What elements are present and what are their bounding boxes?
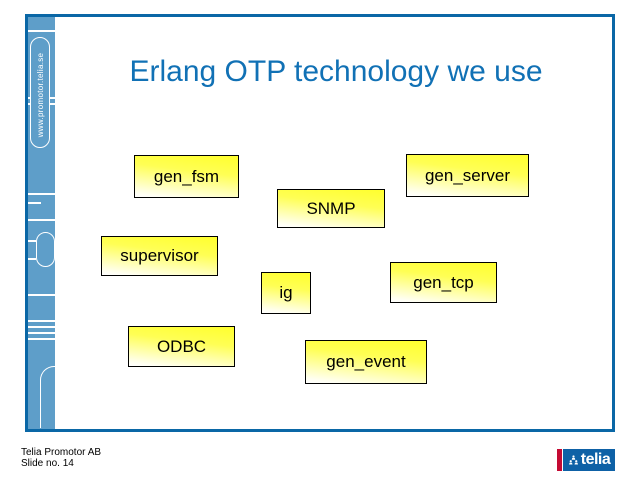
footer-slide-number: Slide no. 14 (21, 458, 74, 469)
node-ig: ig (261, 272, 311, 314)
footer-company: Telia Promotor AB (21, 447, 102, 458)
sidebar-url-capsule: www.promotor.telia.se (30, 37, 50, 148)
sidebar-decor-stub (28, 240, 36, 242)
node-snmp: SNMP (277, 189, 385, 228)
sidebar-decor-corner (40, 366, 55, 428)
sidebar-decor-stub (49, 103, 55, 105)
sidebar-url-text: www.promotor.telia.se (36, 52, 45, 138)
telia-wordmark: telia (580, 451, 611, 468)
sidebar-decor-line (28, 202, 41, 204)
sidebar-decor-line (28, 294, 55, 296)
sidebar-decor-stub (49, 97, 55, 99)
node-gen_fsm: gen_fsm (134, 155, 239, 198)
sidebar-decor-line (28, 30, 55, 32)
sidebar-decor-line (28, 326, 55, 328)
sidebar-decor-stub (28, 97, 31, 99)
node-gen_event: gen_event (305, 340, 427, 384)
slide-frame: www.promotor.telia.se Erlang OTP technol… (25, 14, 615, 432)
node-supervisor: supervisor (101, 236, 218, 276)
sidebar-decor-line (28, 320, 55, 322)
sidebar-decor-line (28, 338, 55, 340)
sidebar-decor-line (28, 193, 55, 195)
node-gen_tcp: gen_tcp (390, 262, 497, 303)
node-gen_server: gen_server (406, 154, 529, 197)
telia-logo-plate: telia (563, 449, 615, 471)
node-odbc: ODBC (128, 326, 235, 367)
telia-logo: telia (557, 449, 615, 471)
telia-logo-red-bar (557, 449, 562, 471)
sidebar-decor-stub (28, 258, 36, 260)
sidebar-decor-line (28, 332, 55, 334)
slide-title: Erlang OTP technology we use (129, 55, 543, 88)
people-pyramid-icon (568, 454, 579, 466)
sidebar-decor-capsule (36, 232, 55, 267)
sidebar: www.promotor.telia.se (28, 17, 55, 429)
sidebar-decor-line (28, 219, 55, 221)
footer: Telia Promotor AB Slide no. 14 (21, 447, 101, 469)
sidebar-decor-stub (28, 103, 31, 105)
